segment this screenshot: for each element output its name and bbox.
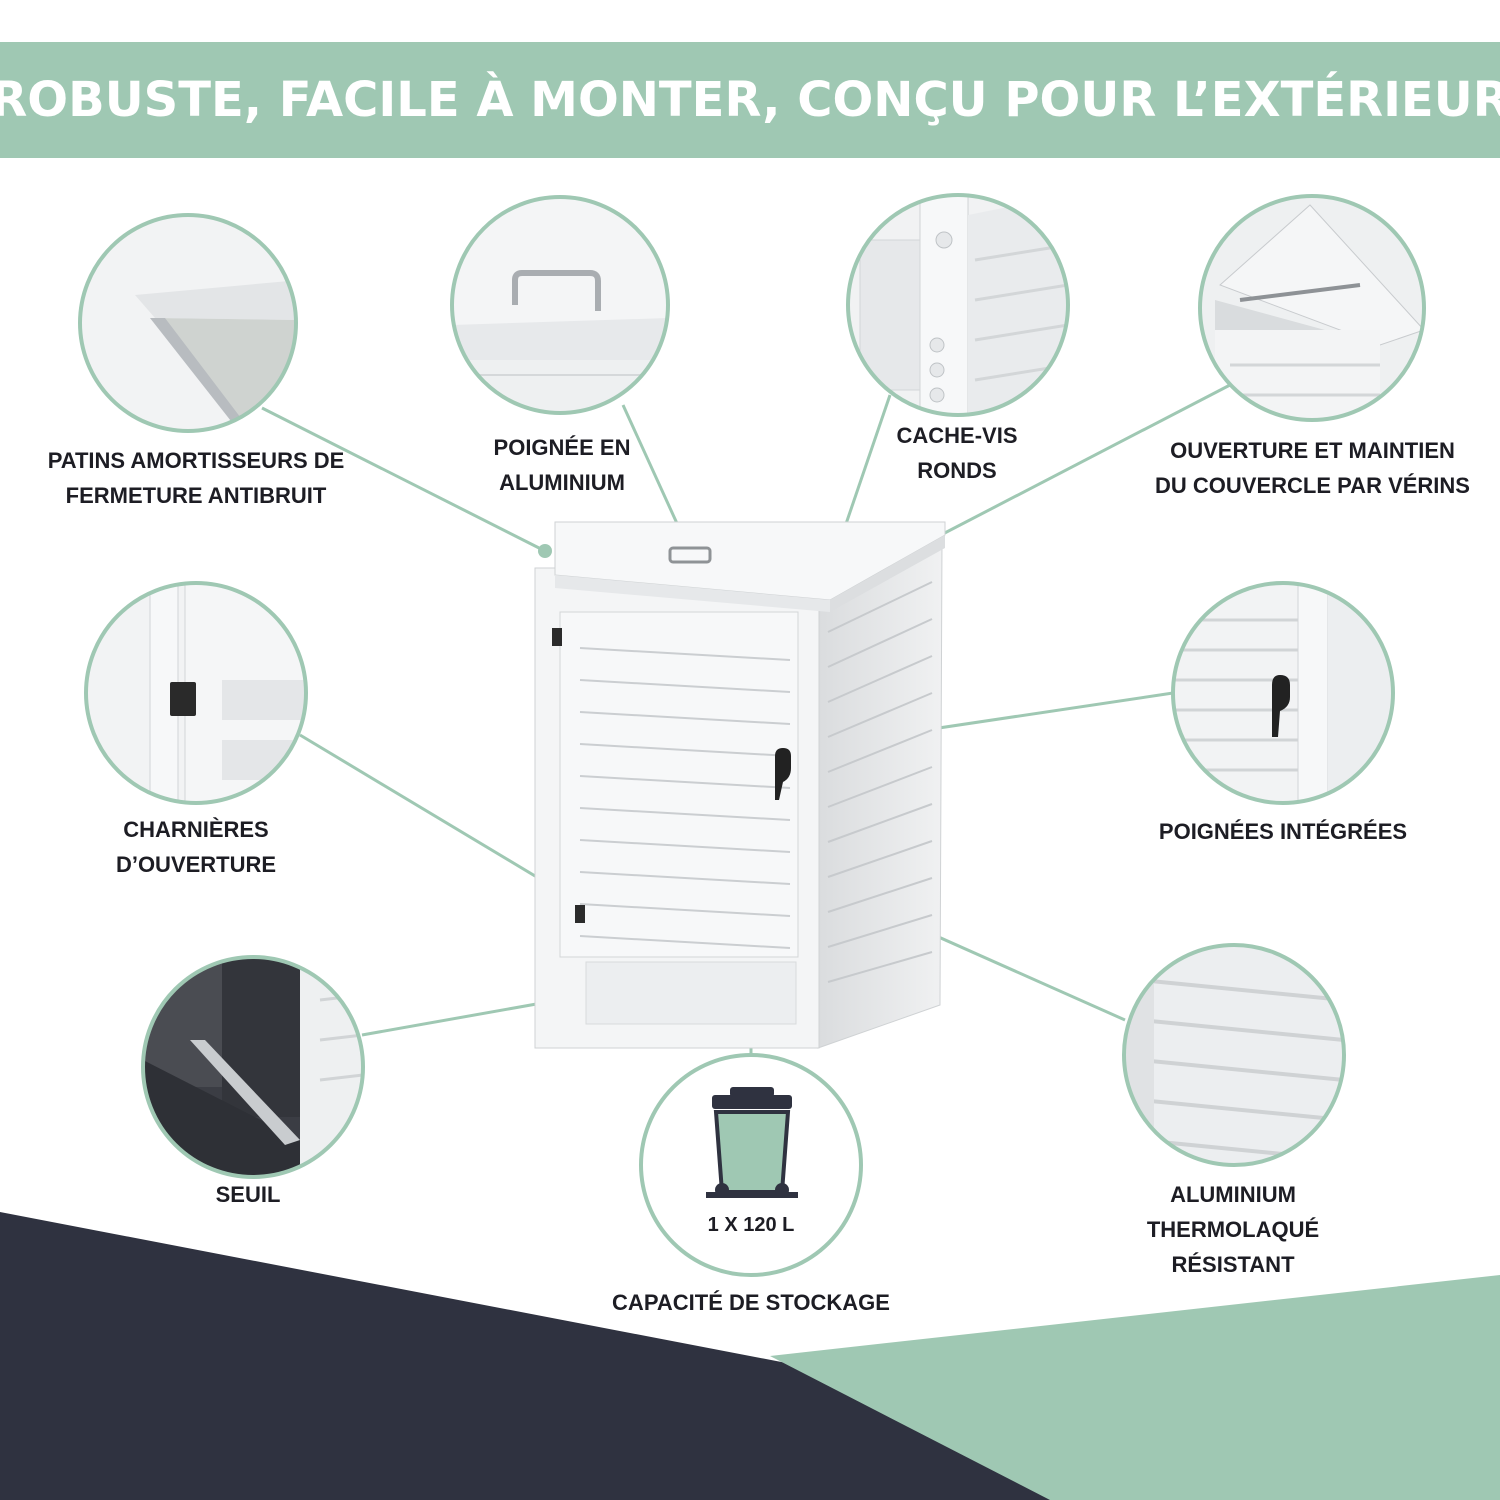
label-capacity: CAPACITÉ DE STOCKAGE [596,1285,906,1320]
label-aluminium-line1: ALUMINIUM [1170,1182,1296,1207]
banner-title: ROBUSTE, FACILE À MONTER, CONÇU POUR L’E… [0,72,1500,128]
label-handle-line2: ALUMINIUM [499,470,625,495]
label-dampers: PATINS AMORTISSEURS DE FERMETURE ANTIBRU… [36,443,356,513]
label-hinges-line2: D’OUVERTURE [115,852,277,877]
label-integrated-line1: POIGNÉES INTÉGRÉES [1158,819,1408,844]
label-dampers-line1: PATINS AMORTISSEURS DE [47,448,345,473]
label-cylinders-line1: OUVERTURE ET MAINTIEN [1170,438,1455,463]
label-dampers-line2: FERMETURE ANTIBRUIT [65,483,327,508]
label-hinges: CHARNIÈRES D’OUVERTURE [96,812,296,882]
label-handle-line1: POIGNÉE EN [493,435,631,460]
label-capacity-line1: CAPACITÉ DE STOCKAGE [612,1290,890,1315]
label-screws: CACHE-VIS RONDS [877,418,1037,488]
green-triangle [770,1275,1500,1500]
label-screws-line2: RONDS [917,458,997,483]
label-aluminium-line2: THERMOLAQUÉ [1146,1217,1320,1242]
label-hinges-line1: CHARNIÈRES [123,817,269,842]
label-threshold: SEUIL [198,1177,298,1212]
label-handle: POIGNÉE EN ALUMINIUM [462,430,662,500]
label-integrated-handles: POIGNÉES INTÉGRÉES [1143,814,1423,849]
label-aluminium-line3: RÉSISTANT [1171,1252,1295,1277]
label-aluminium: ALUMINIUM THERMOLAQUÉ RÉSISTANT [1123,1177,1343,1282]
label-threshold-line1: SEUIL [215,1182,281,1207]
label-cylinders: OUVERTURE ET MAINTIEN DU COUVERCLE PAR V… [1140,433,1485,503]
label-cylinders-line2: DU COUVERCLE PAR VÉRINS [1155,473,1470,498]
header-banner: ROBUSTE, FACILE À MONTER, CONÇU POUR L’E… [0,42,1500,158]
capacity-badge: 1 X 120 L [707,1214,795,1236]
label-screws-line1: CACHE-VIS [896,423,1018,448]
